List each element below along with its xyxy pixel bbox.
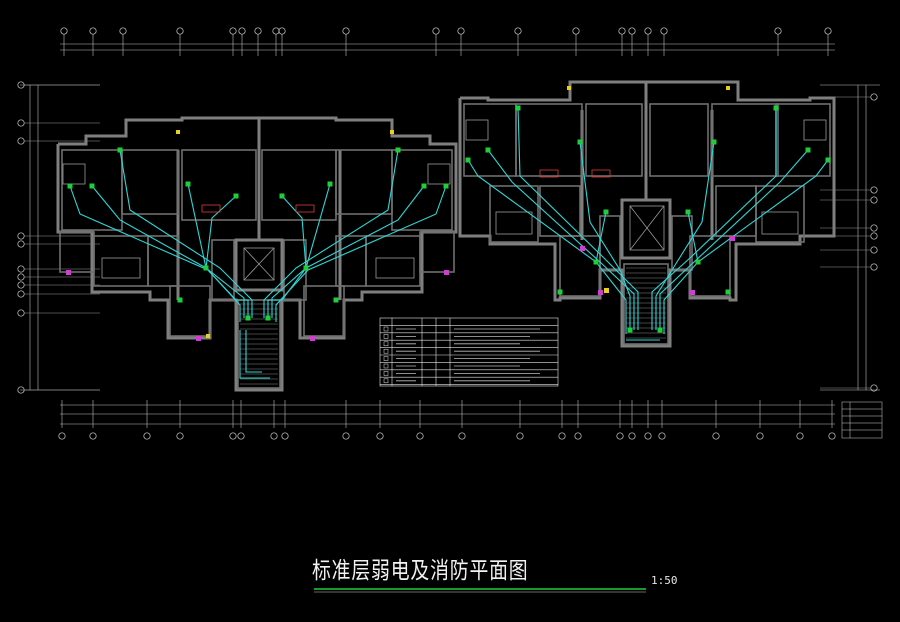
bottom-dimension-chain (60, 400, 835, 428)
device-icon (117, 147, 123, 153)
grid-bubble-icon (628, 432, 636, 440)
top-grid-bubbles (60, 27, 832, 38)
grid-bubble-icon (516, 432, 524, 440)
device-icon (577, 139, 583, 145)
legend-symbol-icon (383, 363, 389, 369)
note-table (841, 401, 883, 439)
device-icon (443, 183, 449, 189)
device-icon (421, 183, 427, 189)
grid-bubble-icon (658, 432, 666, 440)
drawing-scale: 1:50 (651, 574, 678, 587)
device-icon (333, 297, 339, 303)
legend-table (379, 317, 559, 387)
device-icon (327, 181, 333, 187)
drawing-title: 标准层弱电及消防平面图 (312, 558, 529, 584)
legend-entries (383, 326, 540, 384)
grid-bubble-icon (416, 432, 424, 440)
grid-bubble-icon (712, 432, 720, 440)
device-icon (89, 183, 95, 189)
device-icon (67, 183, 73, 189)
device-icon (725, 289, 731, 295)
device-icon (515, 105, 521, 111)
grid-bubble-icon (58, 432, 66, 440)
device-icon (185, 181, 191, 187)
device-icon (265, 315, 271, 321)
device-icon (245, 315, 251, 321)
terminal-symbols (66, 86, 735, 341)
device-icon (465, 157, 471, 163)
device-icon (557, 289, 563, 295)
device-icon (233, 193, 239, 199)
grid-bubble-icon (458, 432, 466, 440)
device-icon (805, 147, 811, 153)
fire-alarm-devices (67, 105, 831, 333)
bottom-grid-bubbles (58, 432, 836, 440)
legend-symbol-icon (383, 378, 389, 384)
grid-bubble-icon (237, 432, 245, 440)
grid-bubble-icon (176, 432, 184, 440)
grid-bubble-icon (376, 432, 384, 440)
device-icon (603, 209, 609, 215)
room-tags (201, 169, 611, 213)
device-icon (695, 259, 701, 265)
grid-bubble-icon (143, 432, 151, 440)
grid-bubble-icon (616, 432, 624, 440)
grid-bubble-icon (828, 432, 836, 440)
legend-symbol-icon (383, 348, 389, 354)
top-dimension-chain (60, 38, 835, 56)
legend-symbol-icon (383, 371, 389, 376)
device-icon (395, 147, 401, 153)
grid-bubble-icon (756, 432, 764, 440)
legend-symbol-icon (383, 326, 389, 332)
device-icon (177, 297, 183, 303)
grid-bubble-icon (558, 432, 566, 440)
device-icon (657, 327, 663, 333)
device-icon (685, 209, 691, 215)
grid-bubble-icon (574, 432, 582, 440)
device-icon (711, 139, 717, 145)
grid-bubble-icon (644, 432, 652, 440)
device-icon (593, 259, 599, 265)
legend-symbol-icon (383, 341, 389, 347)
legend-symbol-icon (383, 334, 389, 339)
grid-bubble-icon (281, 432, 289, 440)
device-icon (485, 147, 491, 153)
left-grid-bubbles (17, 81, 100, 394)
device-icon (279, 193, 285, 199)
grid-bubble-icon (270, 432, 278, 440)
device-icon (627, 327, 633, 333)
grid-bubble-icon (89, 432, 97, 440)
title-underline (314, 588, 646, 593)
legend-symbol-icon (383, 356, 389, 361)
device-icon (303, 265, 309, 271)
device-icon (825, 157, 831, 163)
right-dimension-chain (820, 84, 880, 391)
grid-bubble-icon (229, 432, 237, 440)
grid-bubble-icon (342, 432, 350, 440)
right-building-plan (458, 80, 836, 348)
grid-bubble-icon (796, 432, 804, 440)
device-icon (773, 105, 779, 111)
device-icon (203, 265, 209, 271)
right-grid-bubbles (820, 93, 878, 392)
